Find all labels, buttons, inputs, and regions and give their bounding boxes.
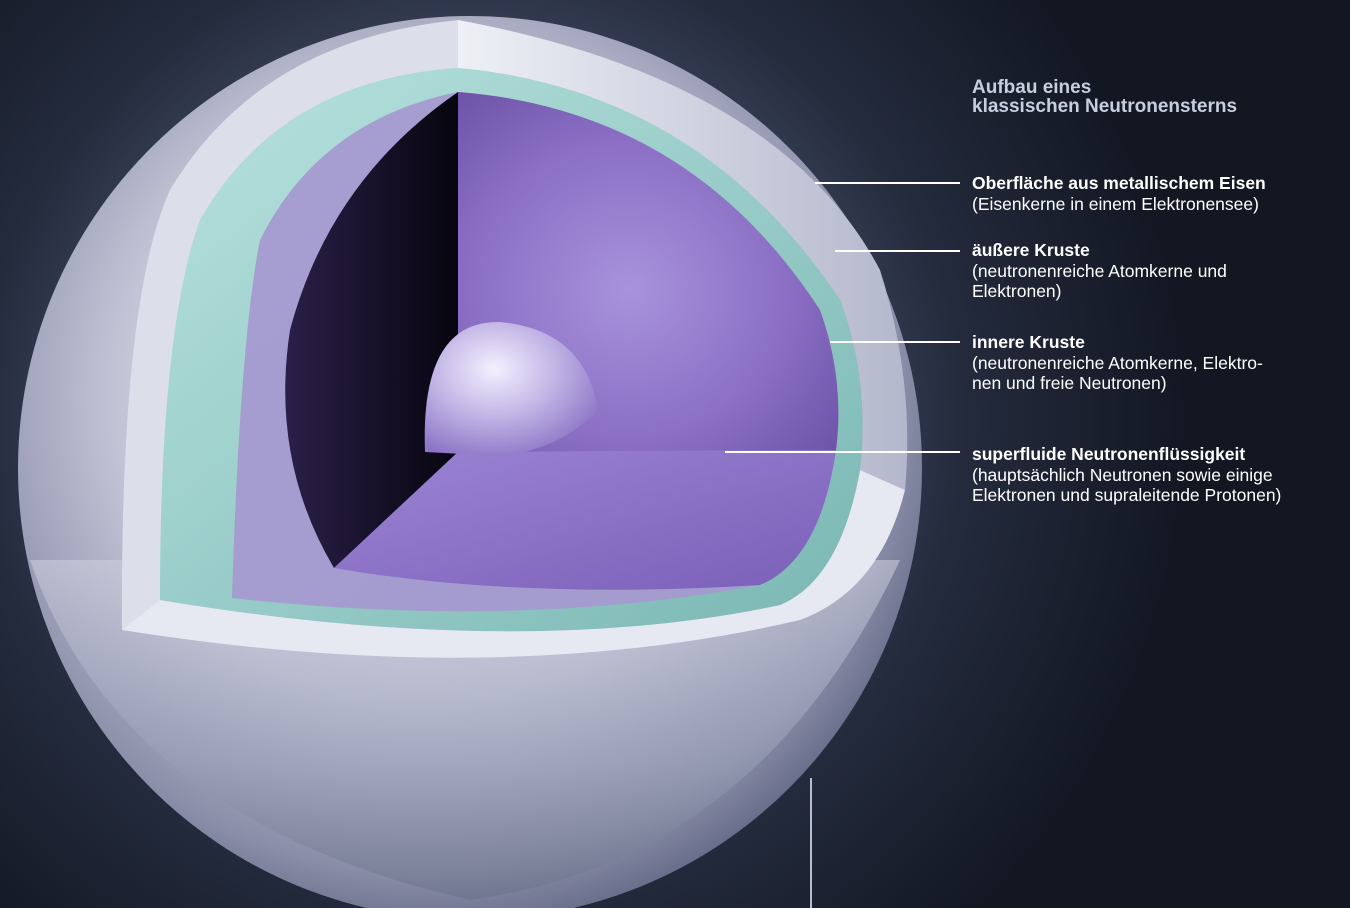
leader-line-inner-crust (830, 341, 960, 343)
layer-name: äußere Kruste (972, 240, 1227, 261)
layer-description: nen und freie Neutronen) (972, 373, 1263, 394)
layer-name: Oberfläche aus metallischem Eisen (972, 173, 1266, 194)
rotation-axis (810, 778, 812, 908)
leader-line-outer-crust (835, 250, 960, 252)
leader-line-neutron-fluid (725, 451, 960, 453)
layer-label-outer-crust: äußere Kruste (neutronenreiche Atomkerne… (972, 240, 1227, 302)
layer-description: Elektronen) (972, 281, 1227, 302)
diagram-title: Aufbau eines klassischen Neutronensterns (972, 78, 1237, 116)
leader-line-surface (815, 182, 960, 184)
layer-label-surface: Oberfläche aus metallischem Eisen (Eisen… (972, 173, 1266, 214)
layer-name: superfluide Neutronenflüssigkeit (972, 444, 1281, 465)
layer-description: (neutronenreiche Atomkerne und (972, 261, 1227, 282)
layer-name: innere Kruste (972, 332, 1263, 353)
layer-description: (neutronenreiche Atomkerne, Elektro- (972, 353, 1263, 374)
title-line-2: klassischen Neutronensterns (972, 97, 1237, 116)
title-line-1: Aufbau eines (972, 78, 1237, 97)
layer-description: (Eisenkerne in einem Elektronensee) (972, 194, 1266, 215)
layer-description: (hauptsächlich Neutronen sowie einige (972, 465, 1281, 486)
layer-label-inner-crust: innere Kruste (neutronenreiche Atomkerne… (972, 332, 1263, 394)
layer-label-neutron-fluid: superfluide Neutronenflüssigkeit (haupts… (972, 444, 1281, 506)
layer-description: Elektronen und supraleitende Protonen) (972, 485, 1281, 506)
